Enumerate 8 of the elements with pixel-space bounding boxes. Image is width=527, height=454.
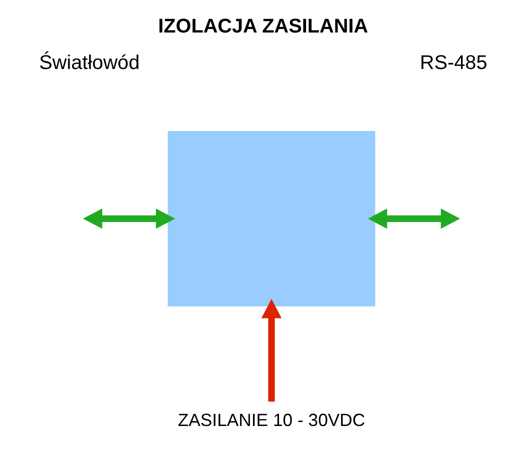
node-text: ZASILANIE 10 - 30VDC (178, 409, 366, 430)
label: RS-485 (420, 52, 488, 74)
node-box (168, 130, 376, 306)
arrow (83, 208, 176, 228)
diagram-title: IZOLACJA ZASILANIA (158, 15, 368, 38)
arrow (261, 298, 282, 402)
arrow (368, 208, 460, 228)
label: Światłowód (39, 52, 140, 74)
